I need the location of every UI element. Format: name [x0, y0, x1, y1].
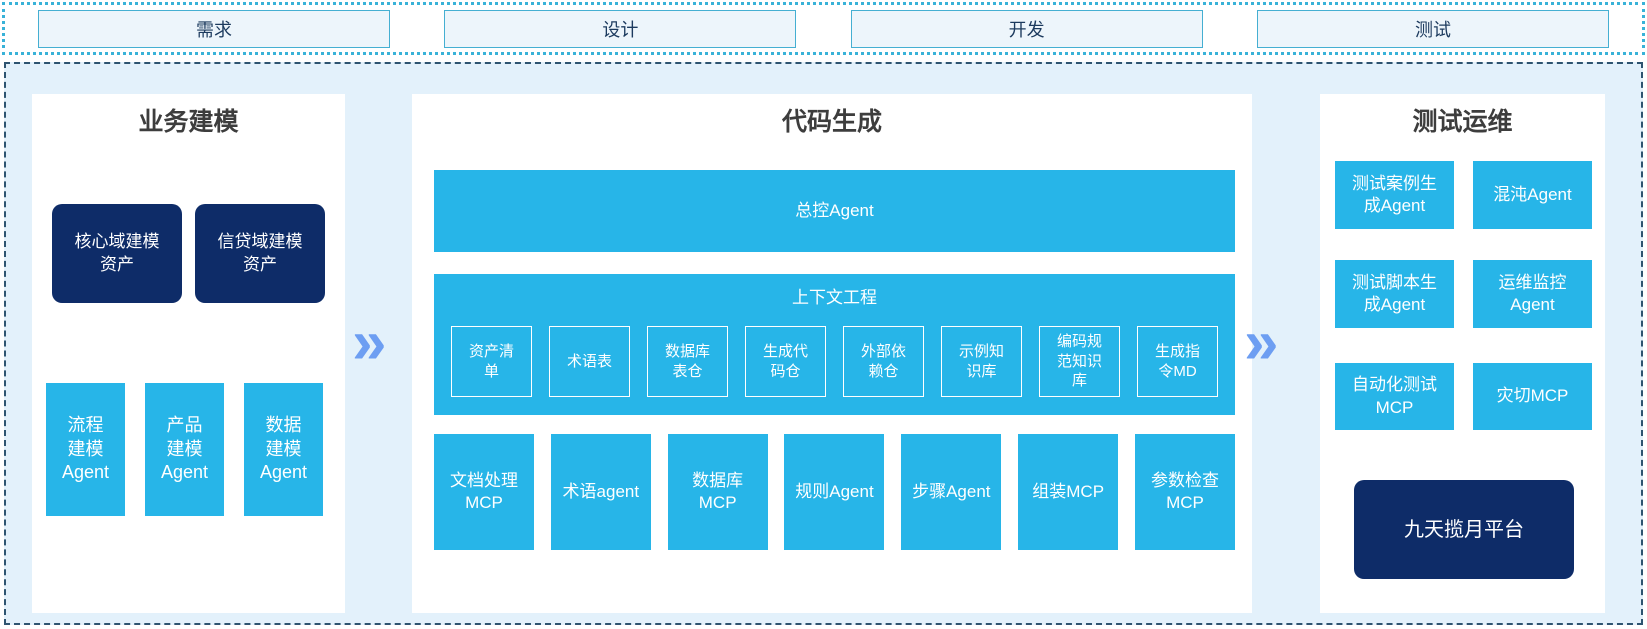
node-process-modeling-agent: 流程 建模 Agent	[46, 383, 125, 516]
node-step-agent: 步骤Agent	[901, 434, 1002, 550]
node-example-knowledge-base: 示例知 识库	[941, 326, 1022, 397]
node-generated-code-repo: 生成代 码仓	[745, 326, 826, 397]
double-chevron-right-icon: »	[1244, 308, 1279, 377]
node-asset-list: 资产清 单	[451, 326, 532, 397]
node-disaster-switch-mcp: 灾切MCP	[1473, 363, 1592, 430]
tools-row: 文档处理 MCP 术语agent 数据库 MCP 规则Agent 步骤Agent…	[434, 434, 1235, 550]
node-coding-standard-knowledge-base: 编码规 范知识 库	[1039, 326, 1120, 397]
main-container: 业务建模 核心域建模 资产 信贷域建模 资产 流程 建模 Agent 产品 建模…	[4, 62, 1643, 625]
node-test-case-generation-agent: 测试案例生 成Agent	[1335, 161, 1454, 229]
context-engineering-title: 上下文工程	[792, 288, 877, 307]
node-chaos-agent: 混沌Agent	[1473, 161, 1592, 229]
panel-code-generation: 代码生成 总控Agent 上下文工程 资产清 单 术语表 数据库 表仓 生成代 …	[412, 94, 1252, 613]
node-assembly-mcp: 组装MCP	[1018, 434, 1119, 550]
node-master-control-agent: 总控Agent	[434, 170, 1235, 252]
node-database-mcp: 数据库 MCP	[667, 434, 768, 550]
node-database-table-repo: 数据库 表仓	[647, 326, 728, 397]
node-automated-test-mcp: 自动化测试 MCP	[1335, 363, 1454, 430]
context-items-row: 资产清 单 术语表 数据库 表仓 生成代 码仓 外部依 赖仓 示例知 识库 编码…	[434, 326, 1235, 397]
node-glossary-agent: 术语agent	[550, 434, 651, 550]
node-external-dependency-repo: 外部依 赖仓	[843, 326, 924, 397]
phase-strip: 需求 设计 开发 测试	[2, 2, 1645, 55]
double-chevron-right-icon: »	[352, 308, 387, 377]
node-test-script-generation-agent: 测试脚本生 成Agent	[1335, 260, 1454, 328]
panel-title-code-generation: 代码生成	[781, 108, 882, 136]
context-engineering-block: 上下文工程 资产清 单 术语表 数据库 表仓 生成代 码仓 外部依 赖仓 示例知…	[434, 274, 1235, 415]
node-jiutian-lanyue-platform: 九天揽月平台	[1354, 480, 1574, 579]
phase-design: 设计	[444, 9, 797, 48]
node-glossary: 术语表	[549, 326, 630, 397]
node-parameter-check-mcp: 参数检查 MCP	[1134, 434, 1235, 550]
node-product-modeling-agent: 产品 建模 Agent	[145, 383, 224, 516]
panel-title-test-ops: 测试运维	[1412, 108, 1513, 136]
phase-requirements: 需求	[38, 9, 390, 48]
phase-development: 开发	[850, 9, 1203, 48]
panel-business-modeling: 业务建模 核心域建模 资产 信贷域建模 资产 流程 建模 Agent 产品 建模…	[32, 94, 345, 613]
node-rule-agent: 规则Agent	[784, 434, 885, 550]
node-document-processing-mcp: 文档处理 MCP	[434, 434, 534, 550]
node-data-modeling-agent: 数据 建模 Agent	[244, 383, 323, 516]
node-core-domain-modeling-assets: 核心域建模 资产	[52, 204, 182, 303]
node-credit-domain-modeling-assets: 信贷域建模 资产	[195, 204, 325, 303]
node-ops-monitoring-agent: 运维监控 Agent	[1473, 260, 1592, 328]
node-generation-instruction-md: 生成指 令MD	[1137, 326, 1218, 397]
panel-title-business-modeling: 业务建模	[138, 108, 239, 136]
phase-testing: 测试	[1256, 9, 1609, 48]
panel-test-ops: 测试运维 测试案例生 成Agent 混沌Agent 测试脚本生 成Agent 运…	[1320, 94, 1605, 613]
